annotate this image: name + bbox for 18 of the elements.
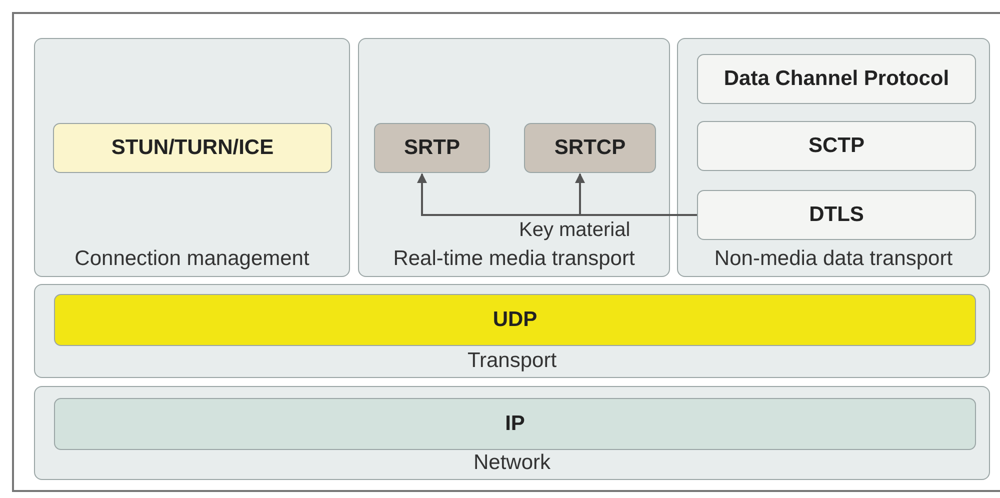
layer-title: Non-media data transport — [713, 247, 954, 271]
protocol-box: STUN/TURN/ICE — [53, 123, 332, 173]
layer-title: Transport — [466, 349, 558, 373]
layer-title: Connection management — [74, 247, 310, 271]
protocol-box: IP — [54, 398, 976, 450]
protocol-box: Data Channel Protocol — [697, 54, 976, 104]
protocol-box: SRTP — [374, 123, 490, 173]
layer-panel — [34, 284, 990, 378]
layer-title: Real-time media transport — [392, 247, 636, 271]
layer-panel — [34, 38, 350, 277]
layer-panel — [358, 38, 670, 277]
protocol-box: SRTCP — [524, 123, 656, 173]
protocol-box: UDP — [54, 294, 976, 346]
protocol-box: SCTP — [697, 121, 976, 171]
layer-panel — [677, 38, 990, 277]
layer-panel — [34, 386, 990, 480]
protocol-box: DTLS — [697, 190, 976, 240]
layer-title: Network — [472, 451, 552, 475]
